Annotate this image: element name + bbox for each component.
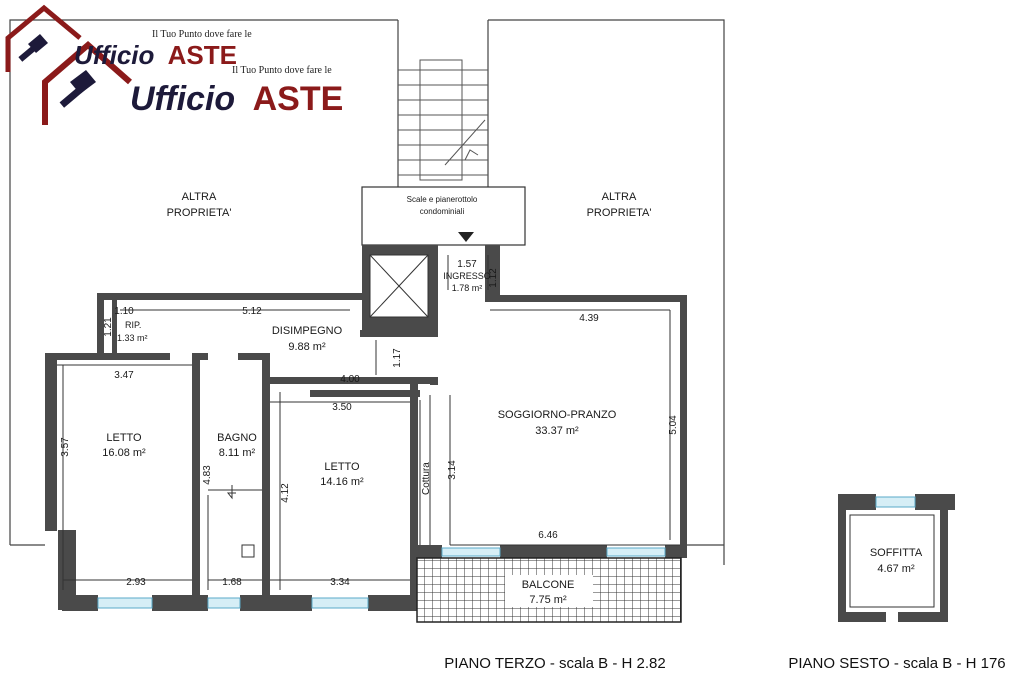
dim-6-46: 6.46 (538, 530, 558, 541)
logo-brand-2: Ufficio ASTE (130, 80, 343, 118)
logo-tagline: Il Tuo Punto dove fare le (152, 29, 252, 40)
room-letto1-name: LETTO (106, 432, 142, 444)
room-rip-name: RIP. (125, 320, 141, 330)
dim-1-17: 1.17 (392, 348, 403, 368)
dim-4-00: 4.00 (340, 374, 360, 385)
label-altra-right-2: PROPRIETA' (587, 207, 652, 219)
logo-brand-1: Ufficio ASTE (74, 40, 237, 70)
dim-4-83: 4.83 (202, 465, 213, 485)
room-letto2-area: 14.16 m² (320, 476, 364, 488)
room-balcone-name: BALCONE (522, 579, 575, 591)
label-stairs-2: condominiali (420, 207, 465, 216)
soffitta-walls (838, 494, 955, 622)
walls (45, 245, 687, 611)
room-letto2-name: LETTO (324, 461, 360, 473)
label-altra-left-2: PROPRIETA' (167, 207, 232, 219)
dim-2-93: 2.93 (126, 577, 146, 588)
room-rip-area: 1.33 m² (117, 333, 148, 343)
caption-piano-sesto: PIANO SESTO - scala B - H 176 (788, 655, 1005, 672)
room-soffitta-name: SOFFITTA (870, 547, 923, 559)
dim-1-10: 1.10 (114, 306, 134, 317)
label-stairs-1: Scale e pianerottolo (407, 195, 478, 204)
gavel-icon (70, 70, 96, 94)
door-swing-icon (226, 485, 236, 500)
room-cottura-name: Cottura (421, 462, 432, 495)
gavel-icon (59, 83, 88, 108)
dim-3-47: 3.47 (114, 370, 134, 381)
room-ingresso-name: INGRESSO (443, 271, 491, 281)
room-soggiorno-name: SOGGIORNO-PRANZO (498, 409, 617, 421)
windows (97, 547, 666, 609)
dim-1-68: 1.68 (222, 577, 242, 588)
room-ingresso-area: 1.78 m² (452, 283, 483, 293)
room-balcone-area: 7.75 m² (529, 594, 567, 606)
inner-lines (57, 255, 680, 590)
room-bagno-area: 8.11 m² (219, 447, 256, 459)
caption-piano-terzo: PIANO TERZO - scala B - H 2.82 (444, 655, 665, 672)
dim-3-14: 3.14 (447, 460, 458, 480)
landing (361, 186, 526, 246)
room-disimpegno-name: DISIMPEGNO (272, 325, 343, 337)
dim-5-04: 5.04 (668, 415, 679, 435)
label-altra-right-1: ALTRA (602, 191, 637, 203)
dim-4-12: 4.12 (280, 483, 291, 503)
logo: Il Tuo Punto dove fare le Ufficio ASTE I… (5, 4, 343, 125)
room-bagno-name: BAGNO (217, 432, 257, 444)
elevator (362, 245, 436, 333)
room-letto1-area: 16.08 m² (102, 447, 146, 459)
building-outline (9, 19, 725, 565)
label-altra-left-1: ALTRA (182, 191, 217, 203)
room-soggiorno-area: 33.37 m² (535, 425, 579, 437)
dim-3-34: 3.34 (330, 577, 350, 588)
room-soffitta-area: 4.67 m² (877, 563, 915, 575)
dim-3-50: 3.50 (332, 402, 352, 413)
dim-1-21: 1.21 (103, 317, 114, 337)
dim-1-12: 1.12 (488, 268, 499, 288)
bathroom-fixture (241, 544, 255, 558)
house-icon (5, 4, 82, 72)
room-disimpegno-area: 9.88 m² (288, 341, 326, 353)
staircase (398, 59, 488, 181)
gavel-icon (18, 42, 40, 62)
dim-1-57: 1.57 (457, 259, 477, 270)
dim-3-57: 3.57 (60, 437, 71, 457)
soffitta-window (875, 496, 916, 508)
soffitta-inner (849, 514, 935, 608)
dim-5-12: 5.12 (242, 306, 262, 317)
logo-tagline-2: Il Tuo Punto dove fare le (232, 65, 332, 76)
entry-arrow-icon (458, 232, 474, 242)
house-icon (42, 41, 132, 125)
balcony-label-bg (505, 575, 593, 607)
dim-4-39: 4.39 (579, 313, 599, 324)
